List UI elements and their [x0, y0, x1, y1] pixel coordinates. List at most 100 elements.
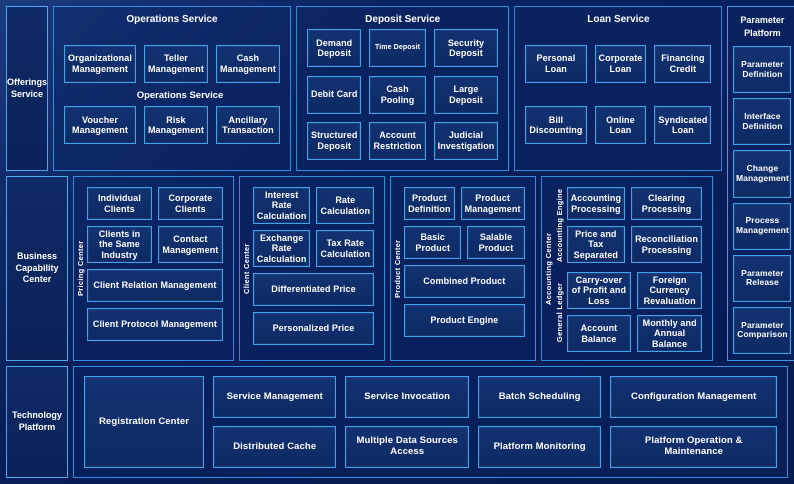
center-product-label: Product Center	[393, 239, 403, 298]
general-ledger-tiles: Carry-over of Profit and Loss Foreign Cu…	[566, 272, 702, 353]
tile-service-management[interactable]: Service Management	[213, 376, 337, 418]
accounting-engine-label: Accounting Engine	[554, 188, 564, 262]
group-title-operations-service: Operations Service	[126, 14, 218, 25]
tile-exchange-rate-calculation[interactable]: Exchange Rate Calculation	[252, 230, 311, 268]
tile-accounting-processing[interactable]: Accounting Processing	[566, 187, 626, 220]
tile-service-invocation[interactable]: Service Invocation	[345, 376, 469, 418]
tech-column-4: Configuration Management Platform Operat…	[610, 376, 778, 468]
tile-voucher-management[interactable]: Voucher Management	[64, 106, 136, 145]
tile-platform-operation-maintenance[interactable]: Platform Operation & Maintenance	[610, 426, 778, 468]
tile-risk-management[interactable]: Risk Management	[143, 106, 208, 145]
tile-cash-management[interactable]: Cash Management	[215, 44, 280, 83]
tile-ancillary-transaction[interactable]: Ancillary Transaction	[215, 106, 280, 145]
tile-configuration-management[interactable]: Configuration Management	[610, 376, 778, 418]
group-body-deposit-service: Demand Deposit Time Deposit Security Dep…	[297, 28, 508, 170]
tile-account-restriction[interactable]: Account Restriction	[369, 121, 426, 160]
tile-client-relation-management[interactable]: Client Relation Management	[87, 269, 223, 303]
tile-parameter-definition[interactable]: Parameter Definition	[733, 46, 792, 94]
tile-bill-discounting[interactable]: Bill Discounting	[525, 106, 587, 145]
tile-cash-pooling[interactable]: Cash Pooling	[369, 75, 426, 114]
tile-batch-scheduling[interactable]: Batch Scheduling	[477, 376, 602, 418]
business-centers: Pricing Center Individual Clients Corpor…	[73, 176, 713, 361]
group-operations-service[interactable]: Operations Service Organizational Manage…	[53, 6, 291, 171]
tile-carry-over-of-profit-and-loss[interactable]: Carry-over of Profit and Loss	[566, 272, 632, 310]
general-ledger-section: General Ledger Carry-over of Profit and …	[555, 272, 702, 353]
rail-offerings-service[interactable]: Offerings Service	[6, 6, 49, 171]
tile-platform-monitoring[interactable]: Platform Monitoring	[477, 426, 602, 468]
tile-large-deposit[interactable]: Large Deposit	[433, 75, 499, 114]
loan-service-tiles: Personal Loan Corporate Loan Financing C…	[525, 28, 712, 161]
center-accounting-body: Accounting Engine Accounting Processing …	[553, 181, 708, 356]
tile-tax-rate-calculation[interactable]: Tax Rate Calculation	[316, 230, 375, 268]
center-client-pair-1: Interest Rate Calculation Rate Calculati…	[252, 187, 375, 225]
tile-account-balance[interactable]: Account Balance	[566, 315, 632, 353]
rail-business-capability-center[interactable]: Business Capability Center	[6, 176, 68, 361]
tile-demand-deposit[interactable]: Demand Deposit	[306, 29, 362, 68]
tile-foreign-currency-revaluation[interactable]: Foreign Currency Revaluation	[637, 272, 702, 310]
center-pricing-label: Pricing Center	[76, 240, 85, 297]
tile-rate-calculation[interactable]: Rate Calculation	[316, 187, 375, 225]
tile-interface-definition[interactable]: Interface Definition	[733, 98, 792, 146]
tile-syndicated-loan[interactable]: Syndicated Loan	[654, 106, 712, 145]
tile-corporate-clients[interactable]: Corporate Clients	[157, 187, 223, 220]
tile-teller-management[interactable]: Teller Management	[143, 44, 208, 83]
tile-clearing-processing[interactable]: Clearing Processing	[631, 187, 702, 220]
tile-interest-rate-calculation[interactable]: Interest Rate Calculation	[252, 187, 311, 225]
tech-column-1: Service Management Distributed Cache	[213, 376, 337, 468]
tile-salable-product[interactable]: Salable Product	[467, 226, 525, 259]
group-deposit-service[interactable]: Deposit Service Demand Deposit Time Depo…	[295, 6, 510, 171]
tile-change-management[interactable]: Change Management	[733, 150, 792, 198]
center-product-pair-1: Product Definition Product Management	[404, 187, 525, 220]
tile-judicial-investigation[interactable]: Judicial Investigation	[433, 121, 499, 160]
tile-personalized-price[interactable]: Personalized Price	[252, 312, 375, 346]
center-pricing[interactable]: Pricing Center Individual Clients Corpor…	[73, 176, 234, 361]
rail-technology-platform[interactable]: Technology Platform	[6, 366, 68, 478]
tile-combined-product[interactable]: Combined Product	[404, 265, 525, 298]
tile-corporate-loan[interactable]: Corporate Loan	[594, 44, 647, 83]
tile-individual-clients[interactable]: Individual Clients	[87, 187, 152, 220]
group-title-deposit-service: Deposit Service	[365, 14, 441, 25]
group-loan-service[interactable]: Loan Service Personal Loan Corporate Loa…	[514, 6, 723, 171]
tile-contact-management[interactable]: Contact Management	[157, 226, 223, 264]
tile-distributed-cache[interactable]: Distributed Cache	[213, 426, 337, 468]
tile-time-deposit[interactable]: Time Deposit	[369, 29, 426, 68]
center-product-pair-2: Basic Product Salable Product	[404, 226, 525, 259]
tile-organizational-management[interactable]: Organizational Management	[64, 44, 136, 83]
center-product[interactable]: Product Center Product Definition Produc…	[390, 176, 536, 361]
tile-monthly-and-annual-balance[interactable]: Monthly and Annual Balance	[637, 315, 702, 353]
tile-structured-deposit[interactable]: Structured Deposit	[306, 121, 362, 160]
tile-debit-card[interactable]: Debit Card	[306, 75, 362, 114]
parameter-platform-column[interactable]: Parameter Platform Parameter Definition …	[727, 6, 794, 361]
tile-parameter-comparison[interactable]: Parameter Comparison	[733, 306, 792, 355]
tile-parameter-release[interactable]: Parameter Release	[733, 254, 792, 302]
tech-column-2: Service Invocation Multiple Data Sources…	[345, 376, 469, 468]
tile-client-protocol-management[interactable]: Client Protocol Management	[87, 308, 223, 342]
tile-personal-loan[interactable]: Personal Loan	[525, 44, 587, 83]
center-client-pair-2: Exchange Rate Calculation Tax Rate Calcu…	[252, 230, 375, 268]
tile-multiple-data-sources-access[interactable]: Multiple Data Sources Access	[345, 426, 469, 468]
technology-platform-panel[interactable]: Registration Center Service Management D…	[73, 366, 788, 478]
tile-product-engine[interactable]: Product Engine	[404, 304, 525, 337]
tile-product-definition[interactable]: Product Definition	[404, 187, 455, 220]
tile-basic-product[interactable]: Basic Product	[404, 226, 462, 259]
tile-financing-credit[interactable]: Financing Credit	[654, 44, 712, 83]
tile-security-deposit[interactable]: Security Deposit	[433, 29, 499, 68]
tile-process-management[interactable]: Process Management	[733, 202, 792, 250]
tile-differentiated-price[interactable]: Differentiated Price	[252, 273, 375, 307]
tile-reconciliation-processing[interactable]: Reconciliation Processing	[631, 226, 702, 264]
tile-registration-center[interactable]: Registration Center	[84, 376, 204, 468]
tile-price-and-tax-separated[interactable]: Price and Tax Separated	[566, 226, 626, 264]
center-accounting[interactable]: Accounting Center Accounting Engine Acco…	[540, 176, 713, 361]
registration-center-column: Registration Center	[84, 376, 204, 468]
group-body-loan-service: Personal Loan Corporate Loan Financing C…	[515, 28, 721, 170]
center-client[interactable]: Client Center Interest Rate Calculation …	[238, 176, 386, 361]
center-pricing-pair-2: Clients in the Same Industry Contact Man…	[87, 226, 223, 264]
tile-clients-same-industry[interactable]: Clients in the Same Industry	[87, 226, 152, 264]
tech-column-3: Batch Scheduling Platform Monitoring	[477, 376, 602, 468]
center-client-body: Interest Rate Calculation Rate Calculati…	[251, 181, 380, 356]
center-client-label: Client Center	[241, 243, 251, 294]
tile-online-loan[interactable]: Online Loan	[594, 106, 647, 145]
accounting-engine-tiles: Accounting Processing Clearing Processin…	[566, 187, 702, 264]
tile-product-management[interactable]: Product Management	[460, 187, 525, 220]
